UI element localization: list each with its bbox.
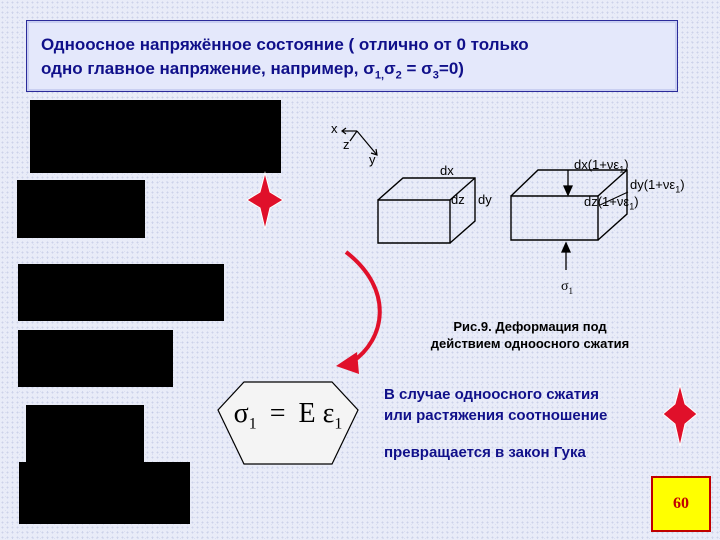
figure-caption: Рис.9. Деформация под действием одноосно… bbox=[430, 319, 630, 351]
label-pointer-dz bbox=[599, 191, 629, 206]
box-undeformed bbox=[377, 177, 476, 244]
force-arrow-top-icon bbox=[562, 170, 574, 197]
box1-dx-label: dx bbox=[440, 163, 454, 178]
curved-arrow-icon bbox=[336, 250, 382, 374]
sigma1-label: σ1 bbox=[561, 279, 574, 296]
redacted-block-4 bbox=[18, 330, 173, 387]
page-number-badge: 60 bbox=[651, 476, 711, 532]
box-deformed bbox=[510, 169, 628, 241]
slide-title: Одноосное напряжённое состояние ( отличн… bbox=[26, 20, 678, 92]
axes-icon bbox=[341, 127, 378, 156]
redacted-block-1 bbox=[30, 100, 281, 173]
title-line-2: одно главное напряжение, например, σ1,σ2… bbox=[41, 59, 464, 82]
redacted-block-3 bbox=[18, 264, 224, 321]
box2-dx-label: dx(1+νε1) bbox=[574, 157, 629, 175]
hooke-note: В случае одноосного сжатия или растяжени… bbox=[384, 386, 608, 461]
force-arrow-bottom-icon bbox=[560, 241, 572, 270]
formula-frame bbox=[217, 381, 359, 465]
redacted-block-6 bbox=[19, 462, 190, 524]
redacted-block-2 bbox=[17, 180, 145, 238]
box2-dz-label: dz(1+νε1) bbox=[584, 194, 639, 212]
redacted-block-5 bbox=[26, 405, 144, 462]
box1-dz-label: dz bbox=[451, 192, 465, 207]
axis-z-label: z bbox=[343, 137, 350, 152]
box1-dy-label: dy bbox=[478, 192, 492, 207]
star-icon bbox=[246, 171, 284, 230]
box2-dy-label: dy(1+νε1) bbox=[630, 177, 685, 195]
star-icon-right bbox=[662, 383, 698, 447]
title-line-1: Одноосное напряжённое состояние ( отличн… bbox=[41, 35, 529, 54]
hooke-formula: σ1 = E ε1 bbox=[233, 398, 343, 433]
axis-y-label: y bbox=[369, 152, 376, 167]
axis-x-label: x bbox=[331, 121, 338, 136]
